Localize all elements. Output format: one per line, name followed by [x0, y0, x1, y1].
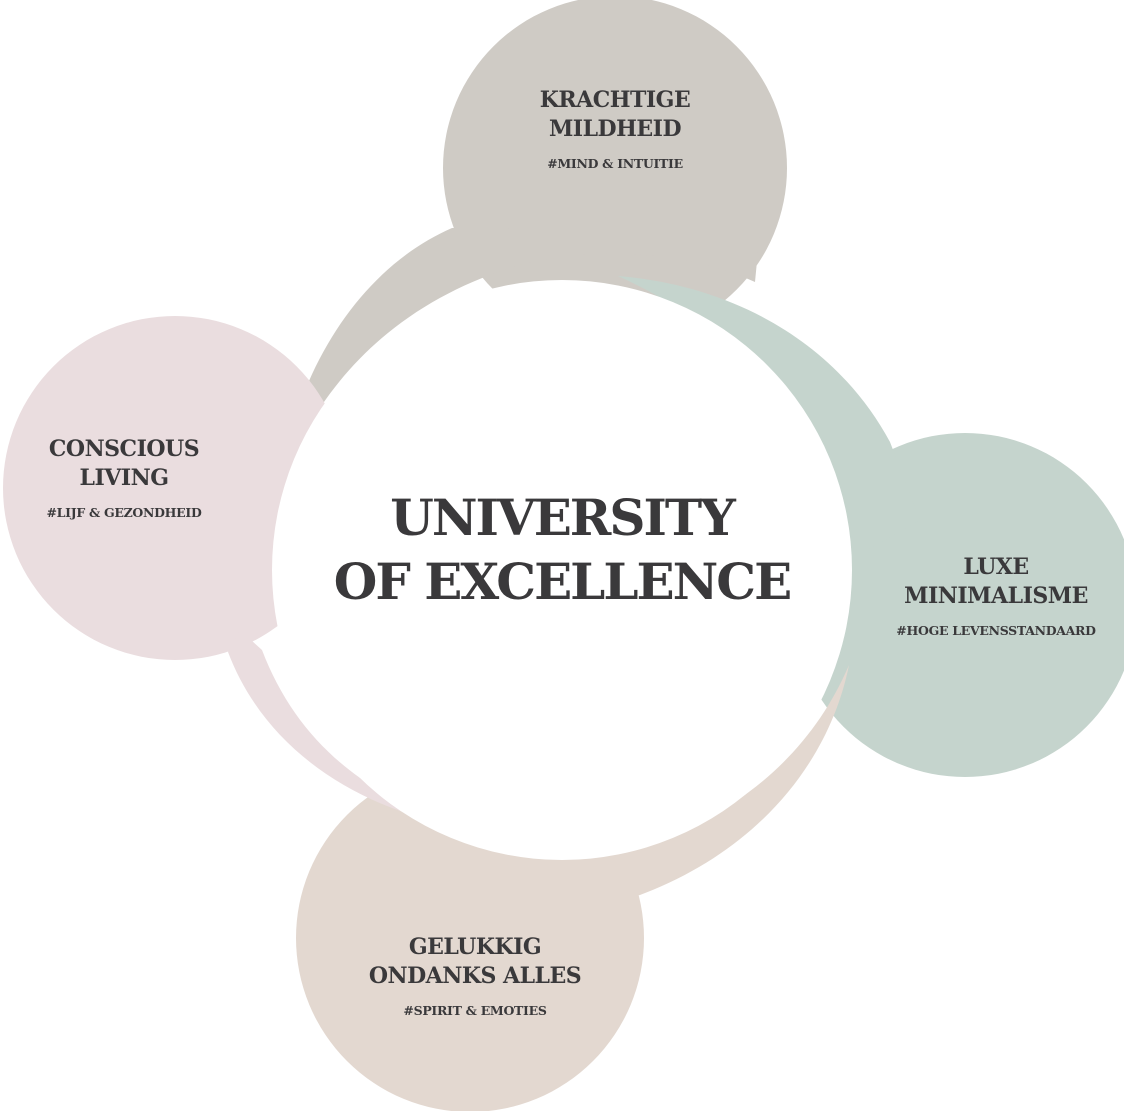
node-top-label: KRACHTIGE MILDHEID #MIND & INTUITIE [540, 86, 691, 171]
node-top-tag: #MIND & INTUITIE [547, 156, 683, 171]
node-top-title: KRACHTIGE MILDHEID [540, 86, 691, 144]
node-right-tag: #HOGE LEVENSSTANDAARD [896, 623, 1096, 638]
center-title-line-1: UNIVERSITY [390, 488, 736, 547]
node-top-title-line-1: KRACHTIGE [539, 87, 691, 113]
center-title: UNIVERSITY OF EXCELLENCE [333, 486, 792, 614]
node-left-title-line-1: CONSCIOUS [48, 436, 200, 462]
node-right-title-line-2: MINIMALISME [904, 583, 1088, 609]
node-left-title: CONSCIOUS LIVING [47, 435, 202, 493]
center-circle [272, 280, 852, 860]
node-right-shape [618, 276, 1124, 777]
node-bottom-title: GELUKKIG ONDANKS ALLES [368, 933, 582, 991]
node-bottom-title-line-2: ONDANKS ALLES [368, 963, 582, 989]
node-left-title-line-2: LIVING [79, 465, 169, 491]
node-bottom-tag: #SPIRIT & EMOTIES [403, 1003, 547, 1018]
node-right-label: LUXE MINIMALISME #HOGE LEVENSSTANDAARD [896, 553, 1096, 638]
node-right-title-line-1: LUXE [963, 554, 1029, 580]
node-top-title-line-2: MILDHEID [548, 116, 682, 142]
node-left-label: CONSCIOUS LIVING #LIJF & GEZONDHEID [47, 435, 202, 520]
node-bottom-label: GELUKKIG ONDANKS ALLES #SPIRIT & EMOTIES [368, 933, 582, 1018]
node-right-title: LUXE MINIMALISME [896, 553, 1095, 611]
node-left-tag: #LIJF & GEZONDHEID [46, 505, 202, 520]
center-title-line-2: OF EXCELLENCE [333, 552, 792, 611]
node-top-shape [278, 0, 787, 492]
node-bottom-title-line-1: GELUKKIG [408, 934, 542, 960]
node-left-shape [3, 316, 488, 832]
